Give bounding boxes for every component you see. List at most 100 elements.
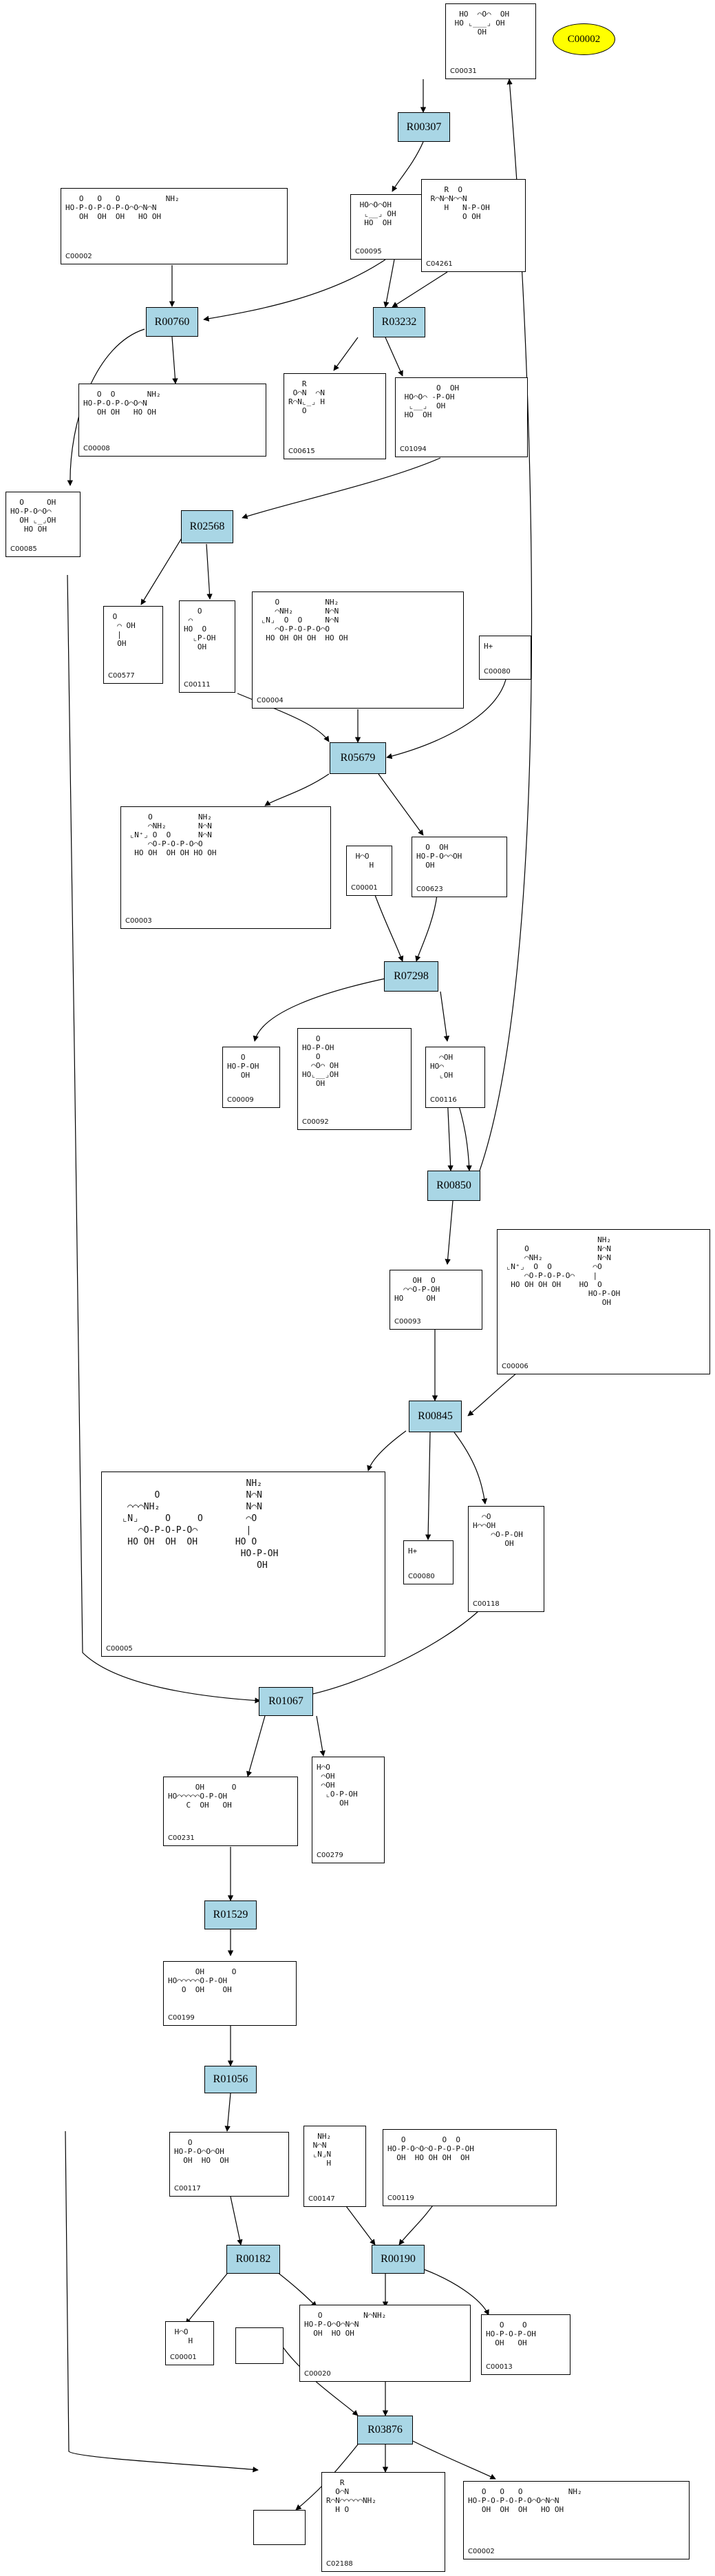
compound-c00002-top[interactable]: O O O NH₂ HO-P-O-P-O-P-O⌒O⌒N⌒N OH OH OH … (61, 188, 288, 264)
compound-id: C00199 (168, 2014, 195, 2022)
compound-c00119[interactable]: O O O HO-P-O⌒O⌒O-P-O-P-OH OH HO OH OH OH… (383, 2129, 557, 2206)
reaction-r00190[interactable]: R00190 (372, 2245, 425, 2274)
structure-drawing: O OH HO-P-O⌒O⌒ OH ⌞_⌟OH HO OH (10, 498, 56, 534)
compound-id: C04261 (426, 260, 453, 268)
reaction-label: R01529 (213, 1909, 248, 1920)
structure-drawing: NH₂ O N⌒N ⌒NH₂ N⌒N ⌞N⁺⌟ O O ⌒O ⌒O-P-O-P-… (506, 1235, 621, 1307)
structure-drawing: OH O ⌒⌒O-P-OH HO OH (394, 1276, 440, 1303)
reaction-r00760[interactable]: R00760 (146, 307, 198, 337)
structure-drawing: O OH HO⌒O⌒ -P-OH ⌞__⌟ OH HO OH (404, 384, 460, 419)
compound-c00020[interactable]: O N⌒NH₂ HO-P-O⌒O⌒N⌒N OH HO OH C00020 (299, 2305, 471, 2382)
reaction-r01067[interactable]: R01067 (259, 1687, 313, 1716)
structure-drawing: O OH HO-P-O⌒⌒OH OH (416, 843, 462, 870)
compound-c04261[interactable]: R O R⌒N⌒N⌒⌒N H N-P-OH O OH C04261 (421, 179, 526, 272)
structure-drawing: O N⌒NH₂ HO-P-O⌒O⌒N⌒N OH HO OH (304, 2311, 387, 2338)
highlight-label: C00002 (567, 33, 601, 45)
empty-compound-box-1[interactable] (235, 2327, 284, 2364)
compound-id: C00002 (468, 2548, 495, 2555)
compound-id: C00004 (257, 697, 284, 704)
structure-drawing: R O⌒N ⌒N R⌒N⌞_⌟ H O (288, 379, 325, 415)
structure-drawing: H+ (484, 642, 526, 664)
compound-c00147[interactable]: NH₂ N⌒N ⌞N⌟N H C00147 (303, 2126, 366, 2207)
reaction-r00182[interactable]: R00182 (226, 2245, 280, 2274)
compound-id: C00093 (394, 1318, 421, 1326)
compound-id: C00009 (227, 1096, 254, 1104)
compound-c00013[interactable]: O O HO-P-O-P-OH OH OH C00013 (481, 2314, 570, 2375)
proton-label: H+ (408, 1547, 418, 1556)
compound-c00009[interactable]: O HO-P-OH OH C00009 (222, 1047, 280, 1108)
reaction-r07298[interactable]: R07298 (384, 961, 438, 992)
compound-id: C00005 (106, 1645, 133, 1653)
structure-drawing: OH O HO⌒⌒⌒⌒⌒O-P-OH O OH OH (168, 1967, 237, 1994)
compound-id: C00002 (65, 253, 92, 260)
reaction-r03232[interactable]: R03232 (373, 307, 425, 337)
structure-drawing: O ⌒ HO O ⌞P-OH OH (184, 607, 216, 651)
structure-drawing: R O⌒N R⌒N⌒⌒⌒⌒⌒NH₂ H O (326, 2478, 376, 2514)
structure-drawing: O NH₂ ⌒NH₂ N⌒N ⌞N⁺⌟ O O N⌒N ⌒O-P-O-P-O⌒O… (129, 813, 217, 857)
compound-c00001-a[interactable]: H⌒O H C00001 (346, 846, 392, 896)
reaction-r01529[interactable]: R01529 (204, 1900, 257, 1929)
reaction-r00307[interactable]: R00307 (398, 112, 450, 142)
compound-id: C00013 (486, 2363, 513, 2371)
compound-id: C02188 (326, 2560, 353, 2568)
compound-c00003[interactable]: O NH₂ ⌒NH₂ N⌒N ⌞N⁺⌟ O O N⌒N ⌒O-P-O-P-O⌒O… (120, 806, 331, 929)
compound-c00111[interactable]: O ⌒ HO O ⌞P-OH OH C00111 (179, 600, 235, 693)
compound-c00005[interactable]: NH₂ O N⌒N ⌒⌒⌒NH₂ N⌒N ⌞N⌟ O O ⌒O ⌒O-P-O-P… (101, 1472, 385, 1657)
compound-id: C00085 (10, 545, 37, 553)
compound-c02188[interactable]: R O⌒N R⌒N⌒⌒⌒⌒⌒NH₂ H O C02188 (321, 2472, 445, 2572)
compound-c00001-b[interactable]: H⌒O H C00001 (165, 2321, 214, 2365)
structure-drawing: O NH₂ ⌒NH₂ N⌒N ⌞N⌟ O O N⌒N ⌒O-P-O-P-O⌒O … (261, 598, 348, 642)
compound-id: C00003 (125, 917, 152, 925)
reaction-label: R02568 (189, 521, 225, 532)
reaction-label: R00307 (406, 121, 442, 133)
compound-c00004[interactable]: O NH₂ ⌒NH₂ N⌒N ⌞N⌟ O O N⌒N ⌒O-P-O-P-O⌒O … (252, 591, 464, 709)
compound-c00116[interactable]: ⌒OH HO⌒ ⌞OH C00116 (425, 1047, 485, 1108)
compound-c00231[interactable]: OH O HO⌒⌒⌒⌒⌒O-P-OH C OH OH C00231 (163, 1777, 298, 1846)
compound-c00118[interactable]: ⌒O H⌒⌒OH ⌒O-P-OH OH C00118 (468, 1506, 544, 1612)
compound-id: C00001 (351, 884, 378, 892)
structure-drawing: O HO-P-OH OH (227, 1053, 259, 1080)
compound-c00085[interactable]: O OH HO-P-O⌒O⌒ OH ⌞_⌟OH HO OH C00085 (6, 492, 81, 557)
compound-id: C00001 (170, 2354, 197, 2361)
compound-c00577[interactable]: O ⌒ OH | OH C00577 (103, 606, 163, 684)
compound-c00080-b[interactable]: H+ C00080 (403, 1540, 453, 1584)
compound-c00080-a[interactable]: H+ C00080 (479, 636, 531, 680)
compound-c01094[interactable]: O OH HO⌒O⌒ -P-OH ⌞__⌟ OH HO OH C01094 (395, 377, 528, 457)
compound-c00006[interactable]: NH₂ O N⌒N ⌒NH₂ N⌒N ⌞N⁺⌟ O O ⌒O ⌒O-P-O-P-… (497, 1229, 710, 1374)
empty-compound-box-2[interactable] (253, 2510, 306, 2545)
compound-id: C00020 (304, 2370, 331, 2378)
compound-c00092[interactable]: O HO-P-OH O ⌒O⌒ OH HO⌞__⌟OH OH C00092 (297, 1028, 412, 1130)
structure-drawing: OH O HO⌒⌒⌒⌒⌒O-P-OH C OH OH (168, 1783, 237, 1810)
compound-c00615[interactable]: R O⌒N ⌒N R⌒N⌞_⌟ H O C00615 (284, 373, 386, 459)
reaction-r01056[interactable]: R01056 (204, 2066, 257, 2093)
structure-drawing: O O O NH₂ HO-P-O-P-O-P-O⌒O⌒N⌒N OH OH OH … (468, 2487, 582, 2514)
reaction-label: R00845 (418, 1410, 453, 1422)
reaction-r05679[interactable]: R05679 (330, 742, 386, 774)
structure-drawing: HO⌒O⌒OH ⌞__⌟ OH HO OH (359, 200, 396, 227)
reaction-r00845[interactable]: R00845 (409, 1401, 462, 1432)
compound-c00117[interactable]: O HO-P-O⌒O⌒OH OH HO OH C00117 (169, 2132, 289, 2197)
structure-drawing: ⌒O H⌒⌒OH ⌒O-P-OH OH (473, 1512, 523, 1548)
compound-c00008[interactable]: O O NH₂ HO-P-O-P-O⌒O⌒N OH OH HO OH C0000… (78, 384, 266, 457)
compound-id: C00031 (450, 67, 477, 75)
highlight-compound-oval[interactable]: C00002 (553, 23, 615, 55)
compound-id: C00147 (308, 2195, 335, 2203)
compound-c00623[interactable]: O OH HO-P-O⌒⌒OH OH C00623 (412, 837, 507, 897)
structure-drawing: O O NH₂ HO-P-O-P-O⌒O⌒N OH OH HO OH (83, 390, 161, 417)
compound-id: C00231 (168, 1834, 195, 1842)
reaction-label: R01067 (268, 1695, 303, 1707)
compound-c00002-bottom[interactable]: O O O NH₂ HO-P-O-P-O-P-O⌒O⌒N⌒N OH OH OH … (463, 2481, 690, 2559)
reaction-r00850[interactable]: R00850 (427, 1171, 480, 1201)
reaction-r03876[interactable]: R03876 (357, 2416, 413, 2444)
structure-drawing: NH₂ N⌒N ⌞N⌟N H (312, 2132, 332, 2168)
compound-c00093[interactable]: OH O ⌒⌒O-P-OH HO OH C00093 (389, 1270, 482, 1330)
reaction-label: R00190 (381, 2253, 416, 2265)
compound-c00199[interactable]: OH O HO⌒⌒⌒⌒⌒O-P-OH O OH OH C00199 (163, 1961, 297, 2026)
compound-c00031[interactable]: HO ⌒O⌒ OH HO ⌞___⌟ OH OH C00031 (445, 3, 536, 79)
compound-id: C00119 (387, 2195, 414, 2202)
compound-c00279[interactable]: H⌒O ⌒OH ⌒OH ⌞O-P-OH OH C00279 (312, 1757, 385, 1863)
reaction-r02568[interactable]: R02568 (181, 510, 233, 543)
structure-drawing: O O O NH₂ HO-P-O-P-O-P-O⌒O⌒N⌒N OH OH OH … (65, 194, 180, 221)
compound-id: C00116 (430, 1096, 457, 1104)
reaction-label: R00850 (436, 1180, 471, 1191)
